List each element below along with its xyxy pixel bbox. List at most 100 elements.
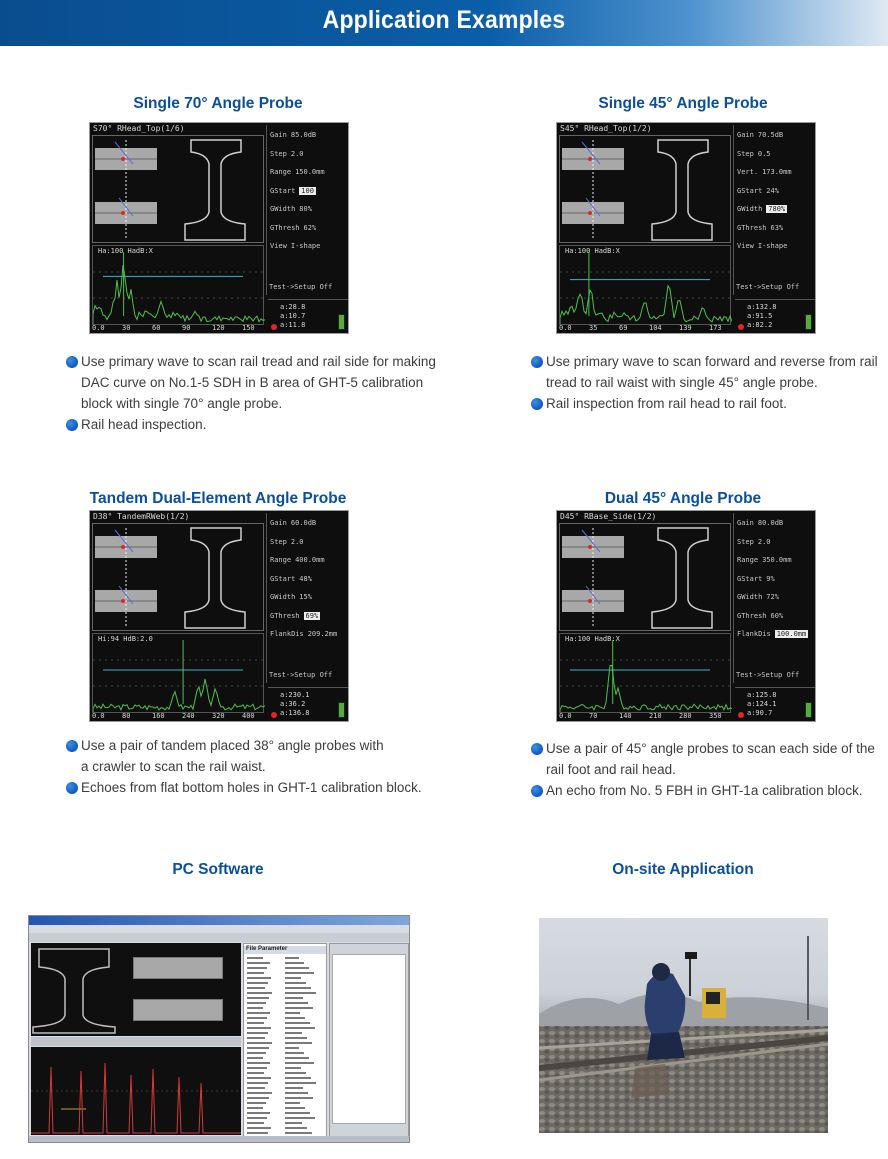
bullet-item: Echoes from flat bottom holes in GHT-1 c… [66,777,422,798]
parameter-value: 350.0mm [762,556,792,564]
echo-readout: a:230.1 [280,691,310,699]
parameter-value: 63% [770,223,784,232]
parameter-label: GWidth [270,593,296,601]
parameter-label: Vert. [737,168,759,176]
scale-tick: 60 [152,324,161,332]
parameter-label: Gain [737,519,754,527]
bullet-text-line: tread to rail waist with single 45° angl… [546,375,818,390]
parameter-value: 24% [766,186,779,195]
parameter-label: FlankDis [737,630,771,638]
pc-parameter-row [247,1001,325,1005]
waveform-chart [559,252,733,324]
bullet-dot-icon [531,398,543,410]
parameter-label: View [737,242,754,250]
bullet-text-line: Rail inspection from rail head to rail f… [546,396,787,411]
pc-params-header: File Parameter [244,946,326,954]
bullet-text-line: Rail head inspection. [81,417,207,432]
parameter-label: GStart [737,574,763,583]
parameter-row: Vert.173.0mm [737,168,792,176]
pc-parameter-row [247,1051,325,1055]
parameter-label: Step [270,149,287,158]
a-scan-waveform: Hi:94 HdB:2.0 [92,633,266,713]
parameter-value: 60% [770,611,784,620]
pc-parameter-row [247,1081,325,1085]
parameter-value: 9% [766,574,775,583]
bullet-text-line: Use primary wave to scan forward and rev… [546,354,878,369]
bullet-item: An echo from No. 5 FBH in GHT-1a calibra… [531,780,875,801]
bullet-item: Use primary wave to scan forward and rev… [531,351,878,393]
parameter-label: GWidth [737,205,763,213]
parameter-value: 400.0mm [295,556,325,564]
gate-readout: Ha:100 HadB:X [565,247,620,255]
pc-parameter-row [247,1061,325,1065]
bullet-item: Rail head inspection. [66,414,436,435]
scale-tick: 0.0 [559,712,572,720]
scale-tick: 69 [619,324,628,332]
scale-tick: 104 [649,324,662,332]
parameter-label: Gain [270,131,287,139]
bullet-item: Use primary wave to scan rail tread and … [66,351,436,414]
scale-tick: 0.0 [559,324,572,332]
echo-readout: a:28.8 [280,303,306,311]
bullet-text-line: Use a pair of tandem placed 38° angle pr… [81,738,384,753]
parameter-label: Step [270,537,287,546]
a-scan-waveform: Ha:100 HadB:X [559,245,733,325]
screen-title: D45° RBase_Side(1/2) [560,512,657,521]
pc-parameter-row [247,1021,325,1025]
parameter-value: 100 [299,186,316,195]
pc-parameter-row [247,1131,325,1135]
echo-readout: a:82.2 [747,321,773,329]
scale-tick: 0.0 [92,324,105,332]
parameter-value: I-shape [757,242,788,250]
pc-parameter-row [247,1096,325,1100]
scale-tick: 80 [122,712,131,720]
bullet-text-line: An echo from No. 5 FBH in GHT-1a calibra… [546,783,863,798]
echo-readout: a:125.8 [747,691,777,699]
parameter-label: GWidth [737,593,763,601]
bullet-text-line: Use a pair of 45° angle probes to scan e… [546,741,875,756]
echo-readout: a:132.8 [747,303,777,311]
parameter-label: GThresh [270,611,300,620]
record-indicator-icon [738,712,744,718]
pc-parameter-row [247,1121,325,1125]
rail-view [92,135,264,243]
scale-tick: 30 [122,324,131,332]
pc-rail-profile-icon [32,948,116,1034]
pc-parameter-row [247,961,325,965]
pc-parameter-row [247,976,325,980]
parameter-value: 173.0mm [762,168,792,176]
gate-readout: Ha:100 HadB:X [98,247,153,255]
pc-status-bar [29,1136,409,1142]
pc-parameter-row [247,971,325,975]
pc-parameter-row [247,1126,325,1130]
parameter-value: 15% [299,593,312,601]
pc-parameter-row [247,1056,325,1060]
bullets-single-70: Use primary wave to scan rail tread and … [66,351,436,435]
pc-parameter-row [247,1106,325,1110]
battery-icon [805,314,812,330]
pc-rail-view [31,943,241,1036]
parameter-value: 2.0 [757,537,771,546]
test-setup-label: Test->Setup Off [736,671,800,679]
bullets-single-45: Use primary wave to scan forward and rev… [531,351,878,414]
scale-tick: 280 [679,712,692,720]
bullet-dot-icon [531,356,543,368]
pc-bscan-top [133,957,223,979]
pc-title-bar [29,916,409,925]
gate-readout: Ha:100 HadB:X [565,635,620,643]
